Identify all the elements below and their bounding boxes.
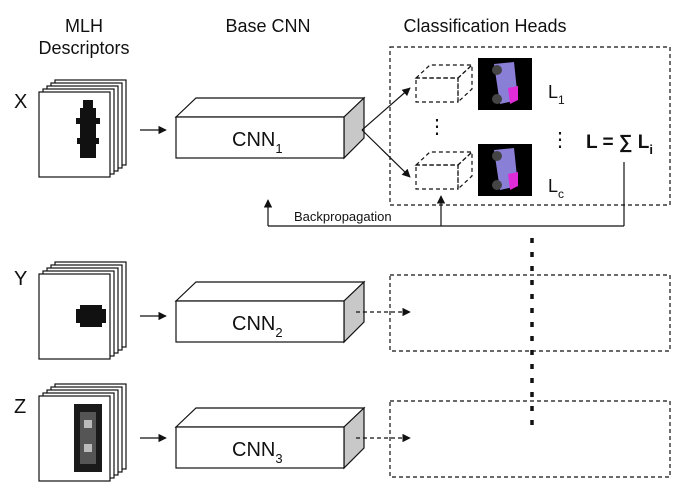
- axis-label-z: Z: [14, 396, 26, 418]
- row-z: Z CNN3: [14, 383, 671, 482]
- header-descriptors-line1: MLH: [65, 16, 103, 36]
- descriptor-stack-y: [38, 261, 127, 360]
- row-y: Y CNN2: [14, 261, 671, 360]
- axis-label-y: Y: [14, 268, 27, 290]
- loss-label-c-sub: c: [558, 187, 564, 201]
- heads-vdots-right: ⋮: [550, 129, 570, 151]
- heads-box-top: [389, 46, 671, 206]
- head-box-1: [414, 63, 474, 104]
- heads-vdots-left: ⋮: [427, 116, 447, 138]
- cnn-label-2: CNN2: [232, 313, 283, 340]
- backprop-label: Backpropagation: [294, 209, 392, 224]
- header-base-cnn: Base CNN: [225, 16, 310, 36]
- descriptor-image-x: [76, 100, 100, 158]
- loss-label-1-sub: 1: [558, 93, 565, 107]
- thumbnail-head-c: [478, 144, 532, 196]
- loss-label-c: Lc: [548, 176, 564, 201]
- cnn-box-2: [174, 280, 366, 344]
- total-loss-label: L = ∑ Li: [586, 132, 653, 157]
- backprop-path: [263, 162, 625, 227]
- header-descriptors-line2: Descriptors: [38, 38, 129, 58]
- loss-label-1: L1: [548, 82, 565, 107]
- cnn-label-2-sub: 2: [275, 325, 282, 340]
- axis-label-x: X: [14, 91, 27, 113]
- cnn-label-3-sub: 3: [275, 451, 282, 466]
- cnn-label-3: CNN3: [232, 439, 283, 466]
- cnn-label-1-sub: 1: [275, 141, 282, 156]
- arrow-cnn-to-head-c: [361, 129, 411, 178]
- cnn-box-1: [174, 96, 366, 160]
- cnn-label-1: CNN1: [232, 129, 283, 156]
- cnn-box-3: [174, 406, 366, 470]
- heads-box-3: [389, 400, 671, 478]
- thumbnail-head-1: [478, 58, 532, 110]
- total-loss-sub: i: [649, 142, 653, 157]
- heads-box-2: [389, 274, 671, 352]
- descriptor-image-z: [74, 404, 102, 472]
- arrow-cnn-to-head-1: [361, 87, 411, 131]
- row-x: X CNN1: [14, 79, 366, 178]
- head-box-c: [414, 150, 474, 191]
- header-classification-heads: Classification Heads: [403, 16, 566, 36]
- descriptor-image-y: [76, 305, 106, 327]
